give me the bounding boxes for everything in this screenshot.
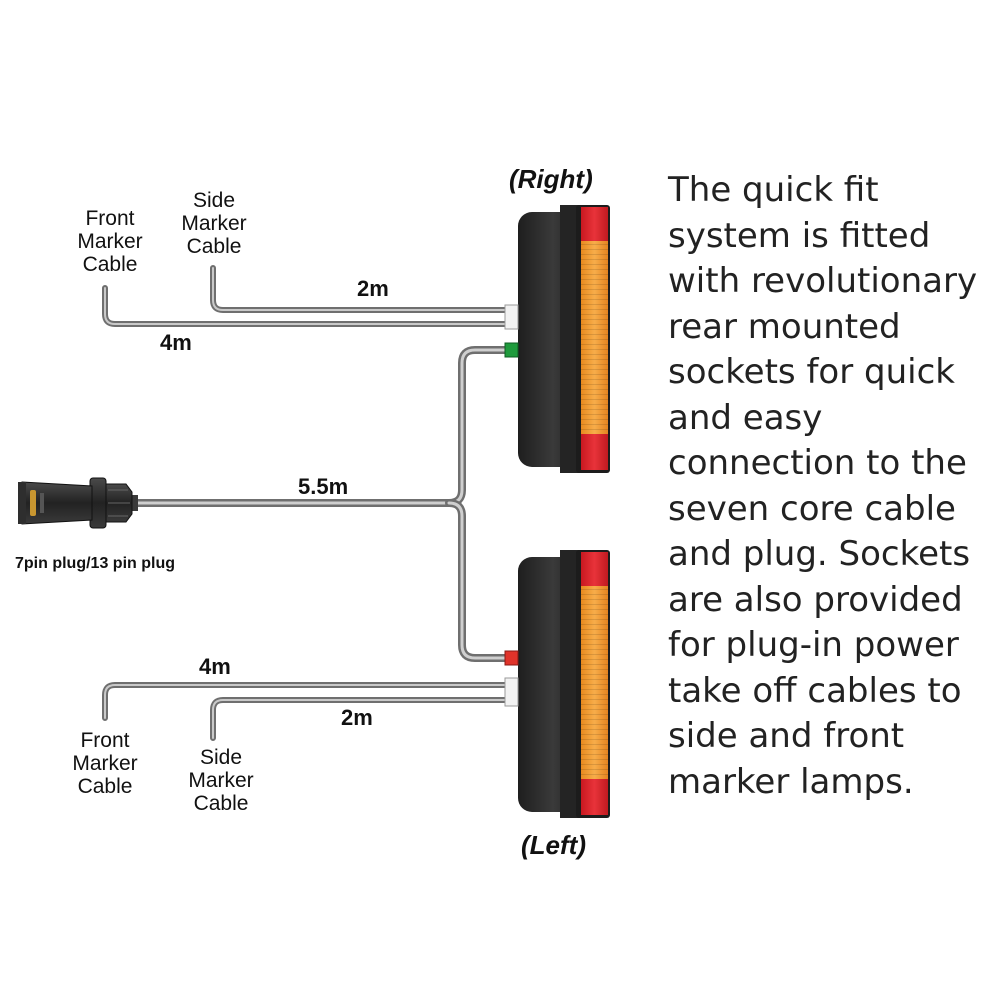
bottom-side-length: 2m — [341, 705, 373, 730]
left-lamp-side-socket — [504, 677, 519, 707]
left-lamp — [504, 550, 610, 818]
plug-label: 7pin plug/13 pin plug — [15, 555, 175, 572]
description-line: and easy — [668, 397, 823, 438]
description-line: are also provided — [668, 579, 963, 620]
bottom-side-marker-label: Side Marker Cable — [188, 746, 253, 815]
top-front-marker-label: Front Marker Cable — [77, 207, 142, 276]
top-side-length: 2m — [357, 276, 389, 301]
svg-text:Marker: Marker — [72, 752, 137, 775]
svg-text:Side: Side — [200, 746, 242, 769]
svg-text:Front: Front — [85, 207, 134, 230]
description-line: marker lamps. — [668, 761, 914, 802]
right-lamp-side-socket — [504, 304, 519, 330]
description-line: take off cables to — [668, 670, 962, 711]
svg-text:Cable: Cable — [78, 775, 133, 798]
bottom-front-marker-label: Front Marker Cable — [72, 729, 137, 798]
description-line: seven core cable — [668, 488, 956, 529]
top-front-marker-cable — [102, 285, 513, 327]
svg-text:Side: Side — [193, 189, 235, 212]
right-lamp — [504, 205, 610, 473]
svg-text:Cable: Cable — [194, 792, 249, 815]
svg-text:Cable: Cable — [83, 253, 138, 276]
description-line: for plug-in power — [668, 625, 959, 665]
left-lamp-red-socket — [504, 650, 519, 666]
description-line: side and front — [668, 716, 905, 756]
description-line: with revolutionary — [668, 261, 978, 301]
description-line: rear mounted — [668, 306, 901, 347]
right-lamp-green-socket — [504, 342, 519, 358]
svg-text:Marker: Marker — [188, 769, 253, 792]
top-front-length: 4m — [160, 330, 192, 355]
main-cable-length: 5.5m — [298, 474, 348, 499]
left-lamp-feed-cable — [445, 499, 512, 662]
cables — [102, 265, 513, 741]
svg-text:Marker: Marker — [181, 212, 246, 235]
description-text: The quick fit system is fitted with revo… — [668, 168, 988, 805]
top-side-marker-label: Side Marker Cable — [181, 189, 246, 258]
description-line: sockets for quick — [668, 352, 955, 392]
svg-text:Cable: Cable — [187, 235, 242, 258]
description-line: The quick fit — [668, 170, 879, 210]
trailer-plug — [18, 477, 138, 529]
description-line: system is fitted — [668, 215, 931, 256]
svg-text:Front: Front — [80, 729, 129, 752]
bottom-front-length: 4m — [199, 654, 231, 679]
svg-text:Marker: Marker — [77, 230, 142, 253]
left-lamp-label: (Left) — [521, 830, 586, 860]
description-line: and plug. Sockets — [668, 534, 971, 574]
description-line: connection to the — [668, 443, 967, 483]
right-lamp-label: (Right) — [509, 164, 593, 194]
